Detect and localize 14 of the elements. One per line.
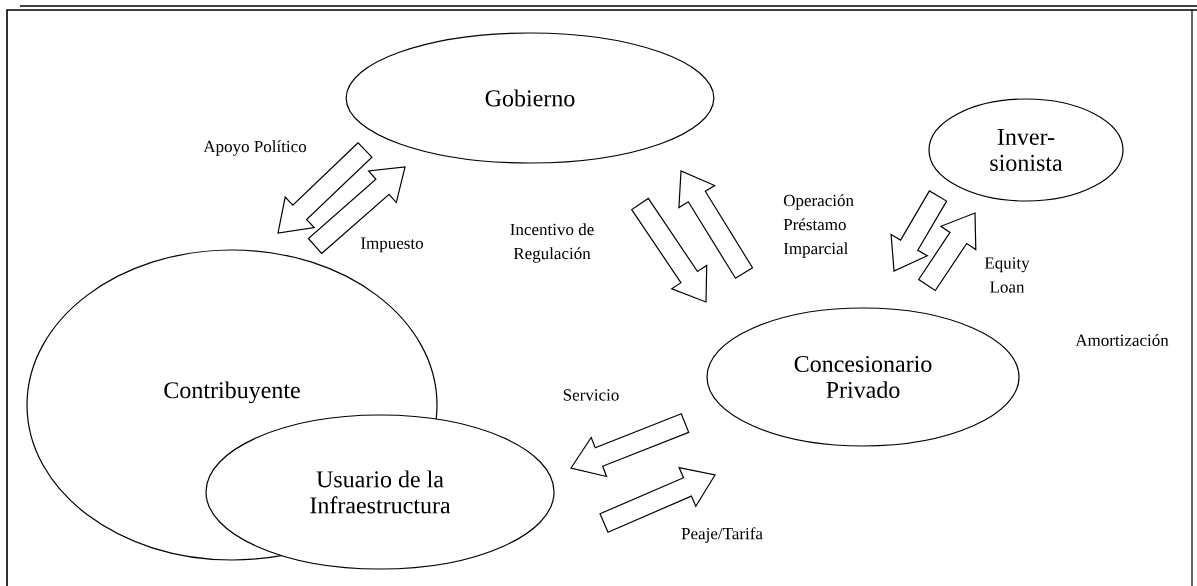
- edge-label: Apoyo Político: [203, 140, 307, 156]
- edge-label: Equity Loan: [984, 257, 1030, 293]
- edge-label: Peaje/Tarifa: [681, 527, 763, 543]
- edge-label: Incentivo de Regulación: [510, 223, 594, 263]
- block-arrow: [307, 166, 406, 255]
- text-label: Amortización: [1075, 334, 1169, 346]
- edge-label: Operación Préstamo Imparcial: [783, 194, 854, 258]
- ellipse-node: Inver- sionista: [928, 98, 1124, 202]
- edge-label: Servicio: [563, 389, 619, 401]
- ellipse-node: Gobierno: [345, 32, 715, 164]
- block-arrow: [599, 466, 716, 533]
- ellipse-node: Usuario de la Infraestructura: [205, 414, 555, 570]
- ellipse-node: Concesionario Privado: [706, 307, 1020, 447]
- block-arrow: [890, 190, 948, 272]
